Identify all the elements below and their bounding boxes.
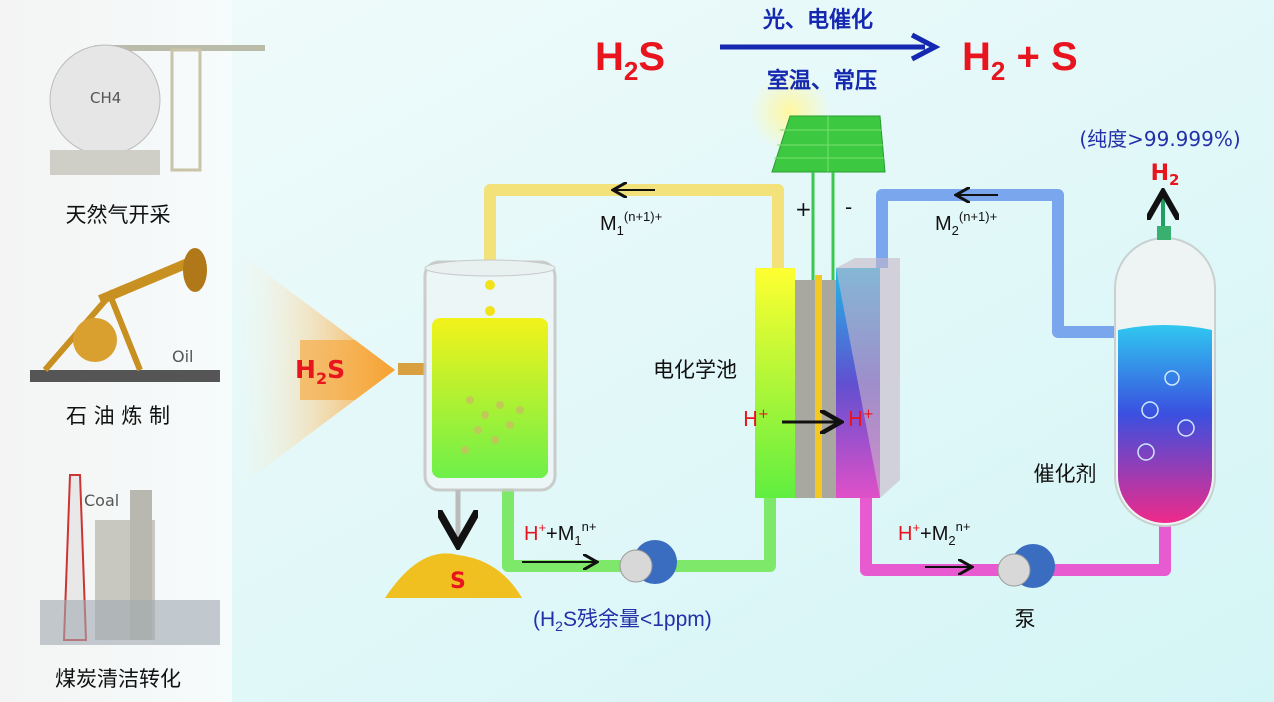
source-tag: Oil [172,347,193,366]
proton-right-label: H+ [848,407,874,431]
m2-reduced-label: H++M2n+ [898,519,970,548]
blue-pipe [876,189,1122,338]
pump-2 [997,544,1055,588]
equation-products: H2 + S [962,35,1078,86]
condition-top: 光、电催化 [762,7,873,33]
condition-bottom: 室温、常压 [767,68,877,94]
feed-label: H2S [295,355,345,388]
pump-label: 泵 [1015,607,1036,631]
sulfur-pile [385,553,522,598]
catalyst-label: 催化剂 [1034,462,1097,486]
m2-oxidized-label: M2(n+1)+ [935,209,997,238]
source-tag: Coal [84,491,119,510]
oil-source: Oil [30,248,220,382]
electrochemical-cell [755,258,900,498]
m1-oxidized-label: M1(n+1)+ [600,209,662,238]
cell-label: 电化学池 [653,358,737,382]
absorber-tank [423,259,557,540]
sulfur-label: S [450,569,466,594]
pump-1 [619,540,677,584]
natural-gas-source: CH4 [49,44,265,175]
source-label-gas: 天然气开采 [66,203,171,227]
source-label-coal: 煤炭清洁转化 [55,667,181,691]
equation-reactant: H2S [595,35,665,86]
residual-h2s-label: (H2S残余量<1ppm) [533,608,712,634]
coal-source: Coal [40,474,220,645]
hydrogen-reactor [1114,226,1216,527]
source-label-oil: 石 油 炼 制 [66,404,170,428]
h2-output-label: H2 [1151,161,1180,189]
m1-reduced-label: H++M1n+ [524,519,596,548]
purity-label: (纯度>99.999%) [1079,127,1240,151]
proton-left-label: H+ [743,407,769,431]
inlet-nozzle [398,363,426,375]
positive-terminal-label: + [795,197,812,221]
pumpjack-icon [183,248,207,292]
negative-terminal-label: - [845,195,852,219]
source-tag: CH4 [90,89,121,107]
